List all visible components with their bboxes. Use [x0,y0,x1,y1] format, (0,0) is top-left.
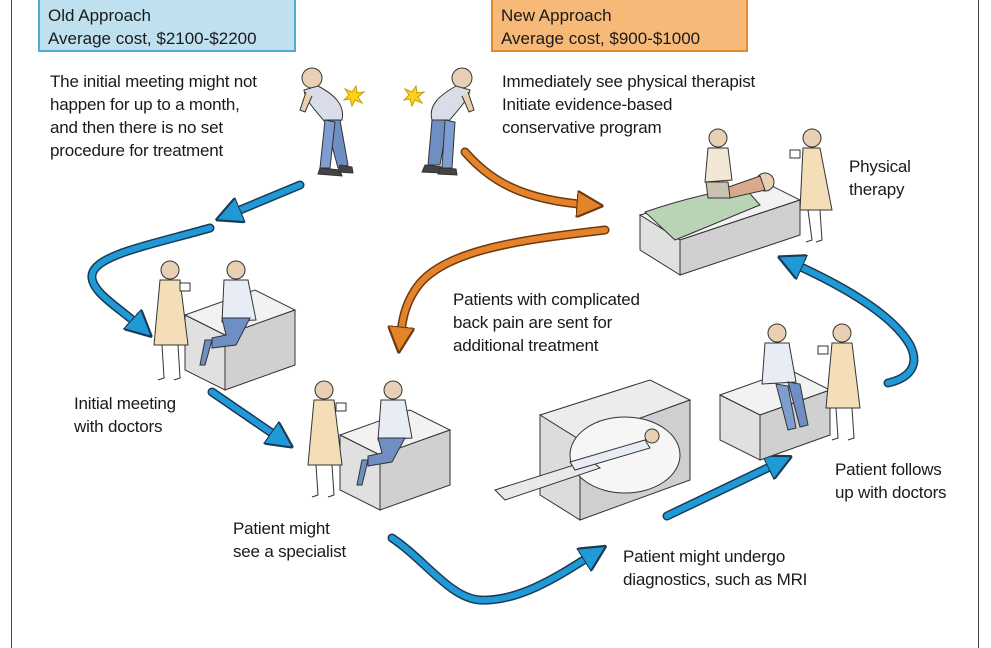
caption-see-physical-therapist: Immediately see physical therapist Initi… [502,72,756,137]
new-approach-title: New Approach [501,6,612,25]
back-pain-person-right [402,67,475,176]
caption-initial-meeting: Initial meeting with doctors [74,394,176,436]
blue-arrow-5 [662,462,780,521]
physical-therapy-scene [638,128,833,276]
caption-follows-up: Patient follows up with doctors [835,460,947,502]
new-approach-cost: Average cost, $900-$1000 [501,29,701,48]
follow-up-scene [718,323,861,461]
figure-frame [11,0,979,648]
blue-arrow-6 [790,262,919,388]
caption-initial-delay: The initial meeting might not happen for… [50,72,257,160]
specialist-scene [307,380,452,511]
caption-specialist: Patient might see a specialist [233,519,347,561]
old-approach-cost: Average cost, $2100-$2200 [48,29,257,48]
back-pain-person-left [299,67,366,177]
old-approach-title: Old Approach [48,6,152,25]
blue-arrow-2 [87,223,215,328]
blue-arrow-1 [228,180,305,215]
old-approach-box: Old Approach Average cost, $2100-$2200 [38,0,296,52]
orange-arrow-1 [460,147,590,205]
blue-arrow-4 [387,533,595,605]
caption-complicated-back-pain: Patients with complicated back pain are … [453,290,640,355]
orange-arrow-2 [400,225,610,340]
mri-scanner-scene [494,379,692,521]
caption-diagnostics: Patient might undergo diagnostics, such … [623,547,808,589]
caption-physical-therapy: Physical therapy [849,157,911,199]
initial-meeting-scene [153,260,297,391]
blue-arrow-3 [207,387,282,440]
new-approach-box: New Approach Average cost, $900-$1000 [491,0,748,52]
